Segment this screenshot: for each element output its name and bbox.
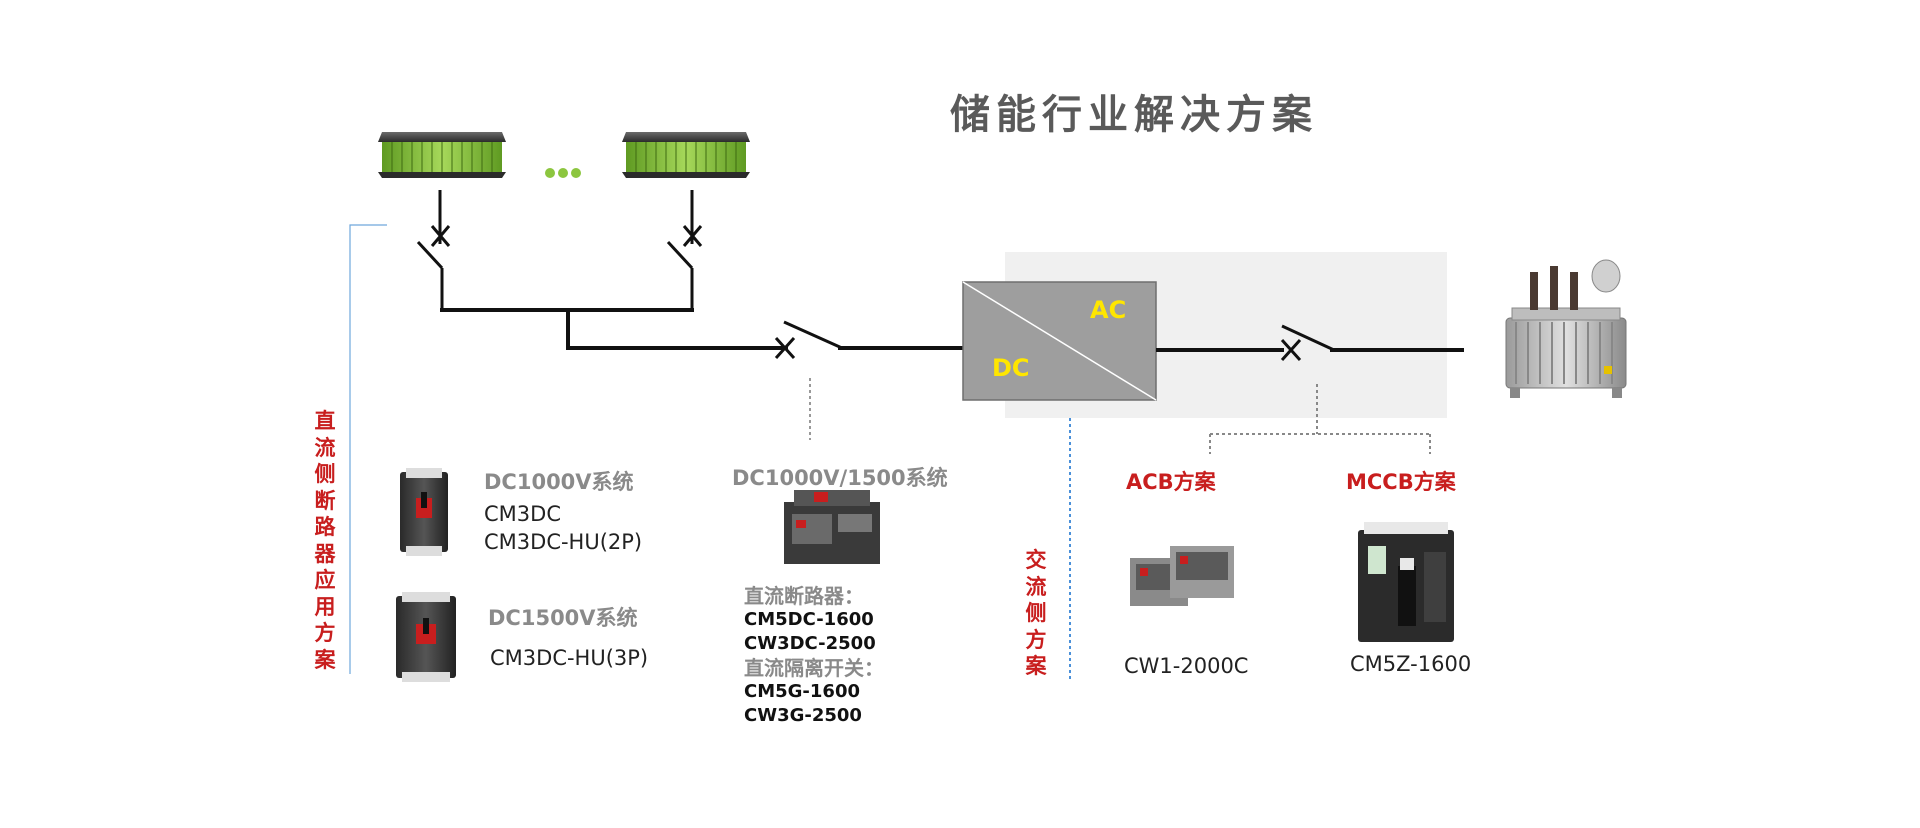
circuit-breaker-symbol: [774, 320, 843, 360]
circuit-breaker-symbol: [666, 190, 703, 310]
dc1500-heading: DC1500V系统: [488, 606, 638, 630]
ac-side-label: 交流侧方案: [1025, 548, 1047, 678]
dc1500-model: CM3DC-HU(3P): [490, 646, 649, 670]
converter-dc-label: DC: [992, 354, 1030, 382]
dc-breaker-model: CM5DC-1600: [744, 609, 874, 630]
ellipsis-icon: [545, 168, 581, 178]
transformer-icon: [1505, 259, 1627, 398]
dc-bus: [440, 308, 785, 350]
dotted-connector: [1209, 384, 1431, 454]
mccb-model: CM5Z-1600: [1350, 652, 1472, 676]
mccb-heading: MCCB方案: [1346, 470, 1456, 494]
mccb-device-icon: [1358, 522, 1454, 642]
dc1000-heading: DC1000V系统: [484, 470, 634, 494]
dc-breaker-heading: 直流断路器：: [744, 584, 864, 608]
mccb-device-icon: [396, 592, 456, 682]
dc1000-model: CM3DC-HU(2P): [484, 530, 643, 554]
dc1000-model: CM3DC: [484, 502, 561, 526]
battery-pack-icon: [378, 132, 506, 178]
dc-isolator-model: CW3G-2500: [744, 705, 862, 726]
dc-isolator-heading: 直流隔离开关：: [744, 656, 884, 680]
converter-ac-label: AC: [1090, 296, 1127, 324]
battery-pack-icon: [622, 132, 750, 178]
page-title: 储能行业解决方案: [950, 92, 1318, 138]
circuit-breaker-symbol: [1280, 324, 1335, 362]
dc-bracket-line: [349, 224, 387, 674]
acb-heading: ACB方案: [1126, 470, 1216, 494]
main-dc-heading: DC1000V/1500系统: [732, 466, 948, 490]
mccb-device-icon: [400, 468, 448, 556]
dc-side-label: 直流侧断路器应用方案: [314, 409, 336, 672]
dc-breaker-model: CW3DC-2500: [744, 633, 876, 654]
acb-model: CW1-2000C: [1124, 654, 1249, 678]
dc-isolator-model: CM5G-1600: [744, 681, 860, 702]
dc-ac-converter-icon: [962, 281, 1157, 401]
acb-device-icon: [784, 490, 880, 564]
acb-device-icon: [1130, 546, 1234, 606]
circuit-breaker-symbol: [416, 190, 451, 310]
